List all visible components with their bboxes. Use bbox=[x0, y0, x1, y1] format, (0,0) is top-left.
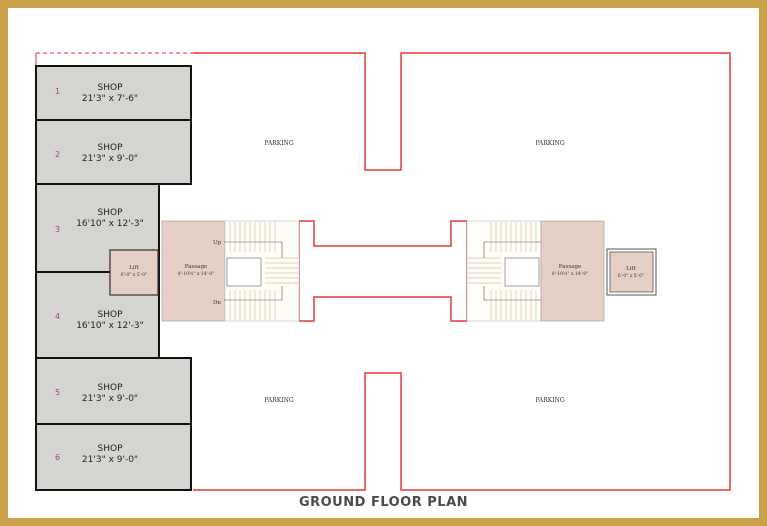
right-core: Up Dn Passage 8'-10½" x 14'-0" Lift 6'-0… bbox=[466, 220, 657, 322]
left-core: Lift 6'-0" x 5'-0" Passage 8'-10½" x 14'… bbox=[109, 220, 300, 322]
left-lift[interactable] bbox=[109, 249, 159, 296]
shop-1[interactable]: 1 SHOP 21'3" x 7'-6" bbox=[35, 65, 192, 121]
shop-5[interactable]: 5 SHOP 21'3" x 9'-0" bbox=[35, 357, 192, 425]
parking-label-bottom-left: PARKING bbox=[264, 397, 293, 404]
shop-2[interactable]: 2 SHOP 21'3" x 9'-0" bbox=[35, 119, 192, 185]
plan-title: GROUND FLOOR PLAN bbox=[298, 495, 469, 510]
right-lift-size: 6'-0" x 5'-0" bbox=[618, 273, 645, 279]
shop-label: SHOP bbox=[98, 208, 124, 218]
left-stair-well bbox=[226, 257, 262, 287]
shop-size: 21'3" x 9'-0" bbox=[82, 394, 138, 404]
outer-wall-top bbox=[193, 52, 731, 491]
shop-number: 1 bbox=[55, 87, 60, 96]
right-passage-size: 8'-10½" x 14'-0" bbox=[552, 270, 589, 277]
shop-number: 3 bbox=[55, 225, 60, 234]
right-stair-treads bbox=[468, 222, 537, 320]
shop-label: SHOP bbox=[98, 444, 124, 454]
right-passage-label: Passage bbox=[559, 264, 581, 270]
right-lift[interactable] bbox=[609, 251, 654, 293]
shop-label: SHOP bbox=[98, 143, 124, 153]
shop-number: 5 bbox=[55, 388, 60, 397]
left-stair-down-label: Dn bbox=[213, 300, 221, 306]
shop-size: 16'10" x 12'-3" bbox=[76, 219, 144, 229]
right-lift-label: Lift bbox=[626, 266, 636, 272]
right-passage[interactable] bbox=[540, 220, 605, 322]
shop-size: 21'3" x 9'-0" bbox=[82, 154, 138, 164]
corridor-wall-bottom bbox=[299, 296, 467, 322]
shop-label: SHOP bbox=[98, 383, 124, 393]
left-stair-up-label: Up bbox=[213, 240, 222, 246]
left-passage[interactable] bbox=[161, 220, 226, 322]
shop-6[interactable]: 6 SHOP 21'3" x 9'-0" bbox=[35, 423, 192, 491]
shop-size: 16'10" x 12'-3" bbox=[76, 321, 144, 331]
parking-label-top-right: PARKING bbox=[535, 140, 564, 147]
shop-label: SHOP bbox=[98, 310, 124, 320]
left-stair-treads bbox=[229, 222, 298, 320]
shop-number: 4 bbox=[55, 312, 60, 321]
shop-label: SHOP bbox=[98, 83, 124, 93]
left-stair-up-arrow bbox=[224, 241, 283, 258]
parking-label-bottom-right: PARKING bbox=[535, 397, 564, 404]
shop-number: 2 bbox=[55, 150, 60, 159]
shop-size: 21'3" x 9'-0" bbox=[82, 455, 138, 465]
corridor-wall-top bbox=[299, 220, 467, 247]
left-lift-label: Lift bbox=[129, 265, 139, 271]
left-passage-label: Passage bbox=[185, 264, 207, 270]
left-passage-size: 8'-10½" x 14'-0" bbox=[178, 270, 215, 277]
shop-number: 6 bbox=[55, 453, 60, 462]
right-stair-up-arrow bbox=[483, 241, 542, 258]
right-stair-down-arrow bbox=[483, 286, 542, 301]
right-lift-outer bbox=[606, 248, 657, 296]
right-stair-well bbox=[504, 257, 540, 287]
left-lift-size: 6'-0" x 5'-0" bbox=[121, 272, 148, 278]
left-stair-down-arrow bbox=[224, 286, 283, 301]
parking-label-top-left: PARKING bbox=[264, 140, 293, 147]
shop-size: 21'3" x 7'-6" bbox=[82, 94, 138, 104]
